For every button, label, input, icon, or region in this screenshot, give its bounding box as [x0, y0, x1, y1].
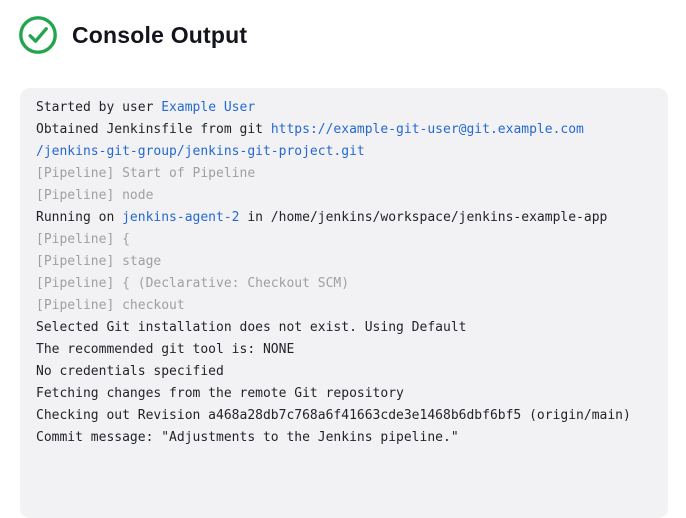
console-text: Selected Git installation does not exist… — [36, 320, 467, 335]
console-text: Running on — [36, 210, 123, 225]
console-line: Checking out Revision a468a28db7c768a6f4… — [36, 405, 652, 427]
page-header: Console Output — [0, 0, 686, 57]
console-link[interactable]: jenkins-agent-2 — [122, 210, 240, 225]
console-text: Checking out Revision a468a28db7c768a6f4… — [36, 408, 631, 423]
console-line: [Pipeline] { (Declarative: Checkout SCM) — [36, 273, 652, 295]
success-check-circle-icon — [19, 16, 57, 54]
console-text: in /home/jenkins/workspace/jenkins-examp… — [239, 210, 608, 225]
console-line: [Pipeline] { — [36, 229, 652, 251]
console-line: [Pipeline] Start of Pipeline — [36, 163, 652, 185]
console-line: /jenkins-git-group/jenkins-git-project.g… — [36, 141, 652, 163]
console-text: [Pipeline] checkout — [36, 298, 185, 313]
console-line: The recommended git tool is: NONE — [36, 339, 652, 361]
console-line: Commit message: "Adjustments to the Jenk… — [36, 427, 652, 449]
console-link[interactable]: Example User — [161, 100, 256, 115]
console-text: [Pipeline] { — [36, 232, 130, 247]
console-text: Started by user — [36, 100, 162, 115]
console-text: [Pipeline] stage — [36, 254, 162, 269]
console-line: No credentials specified — [36, 361, 652, 383]
console-line: Fetching changes from the remote Git rep… — [36, 383, 652, 405]
console-text: Obtained Jenkinsfile from git — [36, 122, 271, 137]
console-text: No credentials specified — [36, 364, 224, 379]
console-link[interactable]: https://example-git-user@git.example.com — [270, 122, 584, 137]
console-line: Started by user Example User — [36, 97, 652, 119]
console-line: [Pipeline] node — [36, 185, 652, 207]
page-title: Console Output — [72, 21, 248, 48]
console-line: [Pipeline] checkout — [36, 295, 652, 317]
console-text: [Pipeline] Start of Pipeline — [36, 166, 256, 181]
console-line: [Pipeline] stage — [36, 251, 652, 273]
console-text: Commit message: "Adjustments to the Jenk… — [36, 430, 459, 445]
console-line: Obtained Jenkinsfile from git https://ex… — [36, 119, 652, 141]
console-line: Running on jenkins-agent-2 in /home/jenk… — [36, 207, 652, 229]
console-line: Selected Git installation does not exist… — [36, 317, 652, 339]
console-text: Fetching changes from the remote Git rep… — [36, 386, 404, 401]
console-link[interactable]: /jenkins-git-group/jenkins-git-project.g… — [36, 144, 365, 159]
console-text: [Pipeline] node — [36, 188, 154, 203]
console-text: The recommended git tool is: NONE — [36, 342, 295, 357]
console-text: [Pipeline] { (Declarative: Checkout SCM) — [36, 276, 350, 291]
